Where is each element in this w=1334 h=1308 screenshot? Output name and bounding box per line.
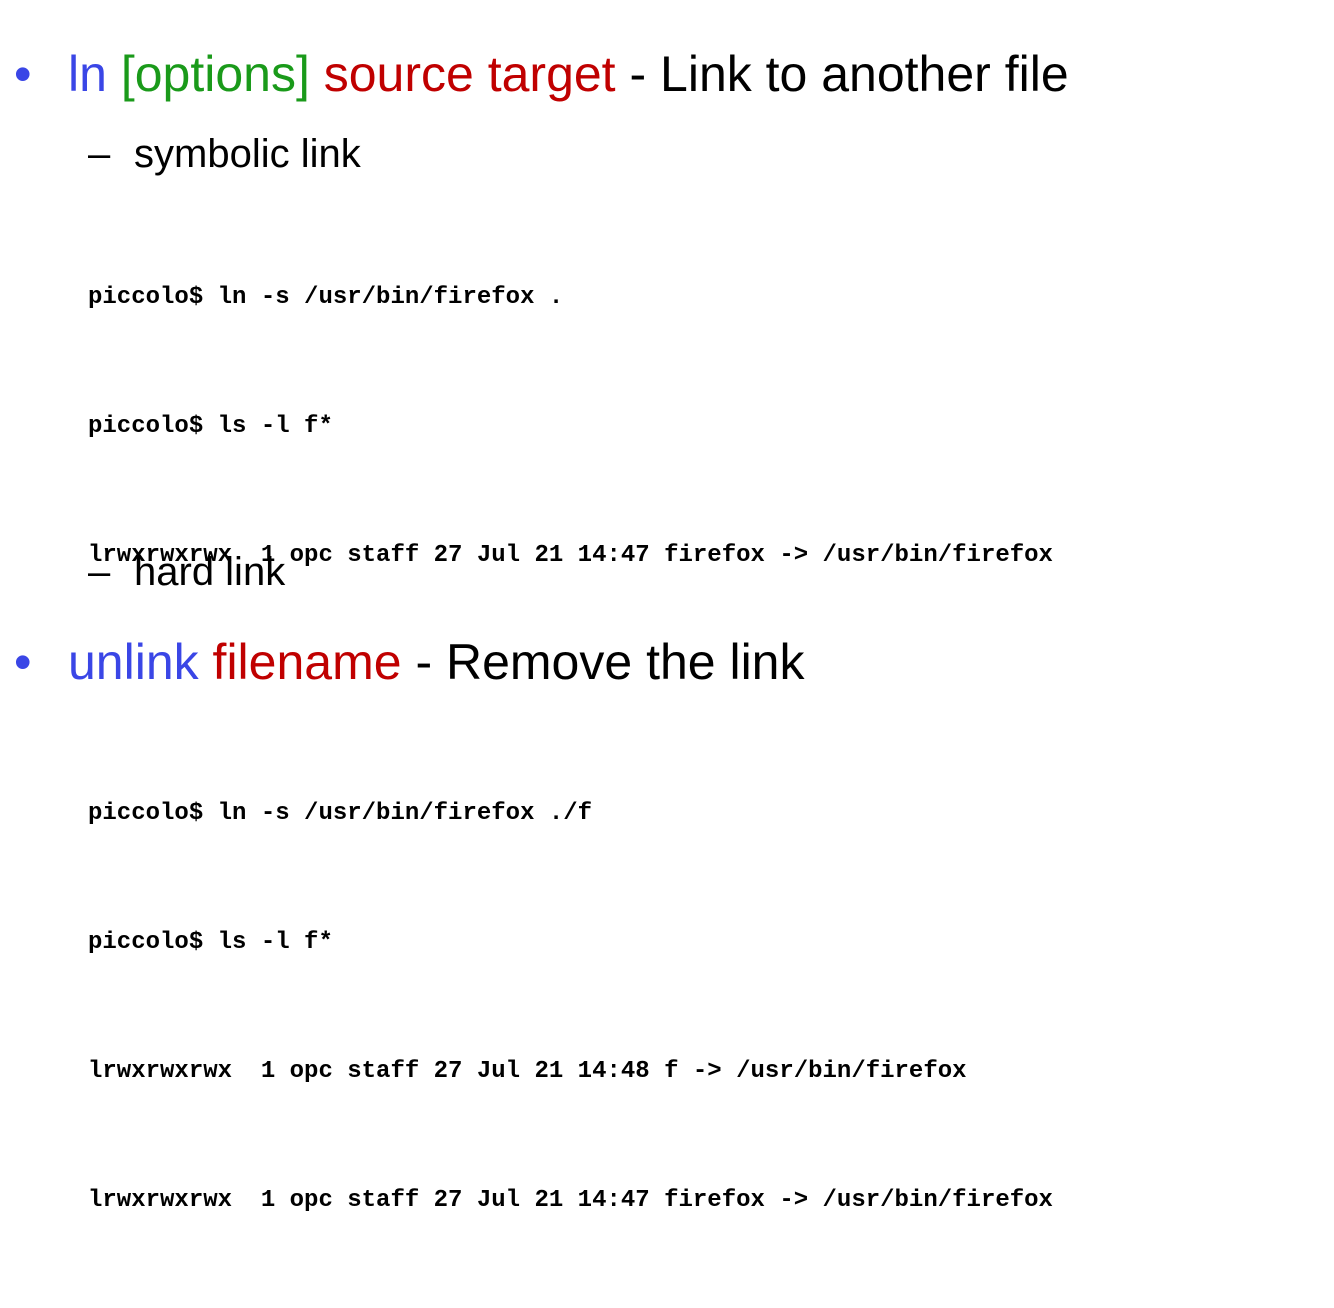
code-line: piccolo$ ln -s /usr/bin/firefox ./f (88, 800, 593, 827)
bullet-dot-icon: • (14, 46, 32, 102)
unlink-command: unlink (68, 634, 199, 690)
terminal-code-block: piccolo$ ln -s /usr/bin/firefox . piccol… (88, 190, 1053, 1308)
sub-bullet-symbolic: –symbolic link (88, 130, 361, 178)
hard-link-label: hard link (134, 550, 286, 594)
code-line: piccolo$ ls -l f* (88, 929, 333, 956)
bullet-ln: • ln [options] source target - Link to an… (14, 44, 1069, 104)
slide: • ln [options] source target - Link to an… (14, 44, 1069, 1214)
bullet-dot-icon: • (14, 634, 32, 690)
dash-icon: – (88, 132, 111, 176)
code-line: lrwxrwxrwx 1 opc staff 27 Jul 21 14:47 f… (88, 542, 1053, 569)
code-line: piccolo$ ls -l f* (88, 413, 333, 440)
code-line: lrwxrwxrwx 1 opc staff 27 Jul 21 14:48 f… (88, 1058, 967, 1085)
ln-options: [options] (120, 46, 310, 102)
ln-description: - Link to another file (629, 46, 1069, 102)
dash-icon: – (88, 550, 111, 594)
unlink-description: - Remove the link (415, 634, 805, 690)
code-line: piccolo$ ln -s /usr/bin/firefox . (88, 284, 564, 311)
ln-args: source target (323, 46, 616, 102)
ln-command: ln (68, 46, 107, 102)
unlink-args: filename (212, 634, 402, 690)
bullet-unlink: • unlink filename - Remove the link (14, 632, 805, 692)
code-line: lrwxrwxrwx 1 opc staff 27 Jul 21 14:47 f… (88, 1187, 1053, 1214)
sub-bullet-hard: –hard link (88, 548, 285, 596)
symbolic-link-label: symbolic link (134, 132, 361, 176)
